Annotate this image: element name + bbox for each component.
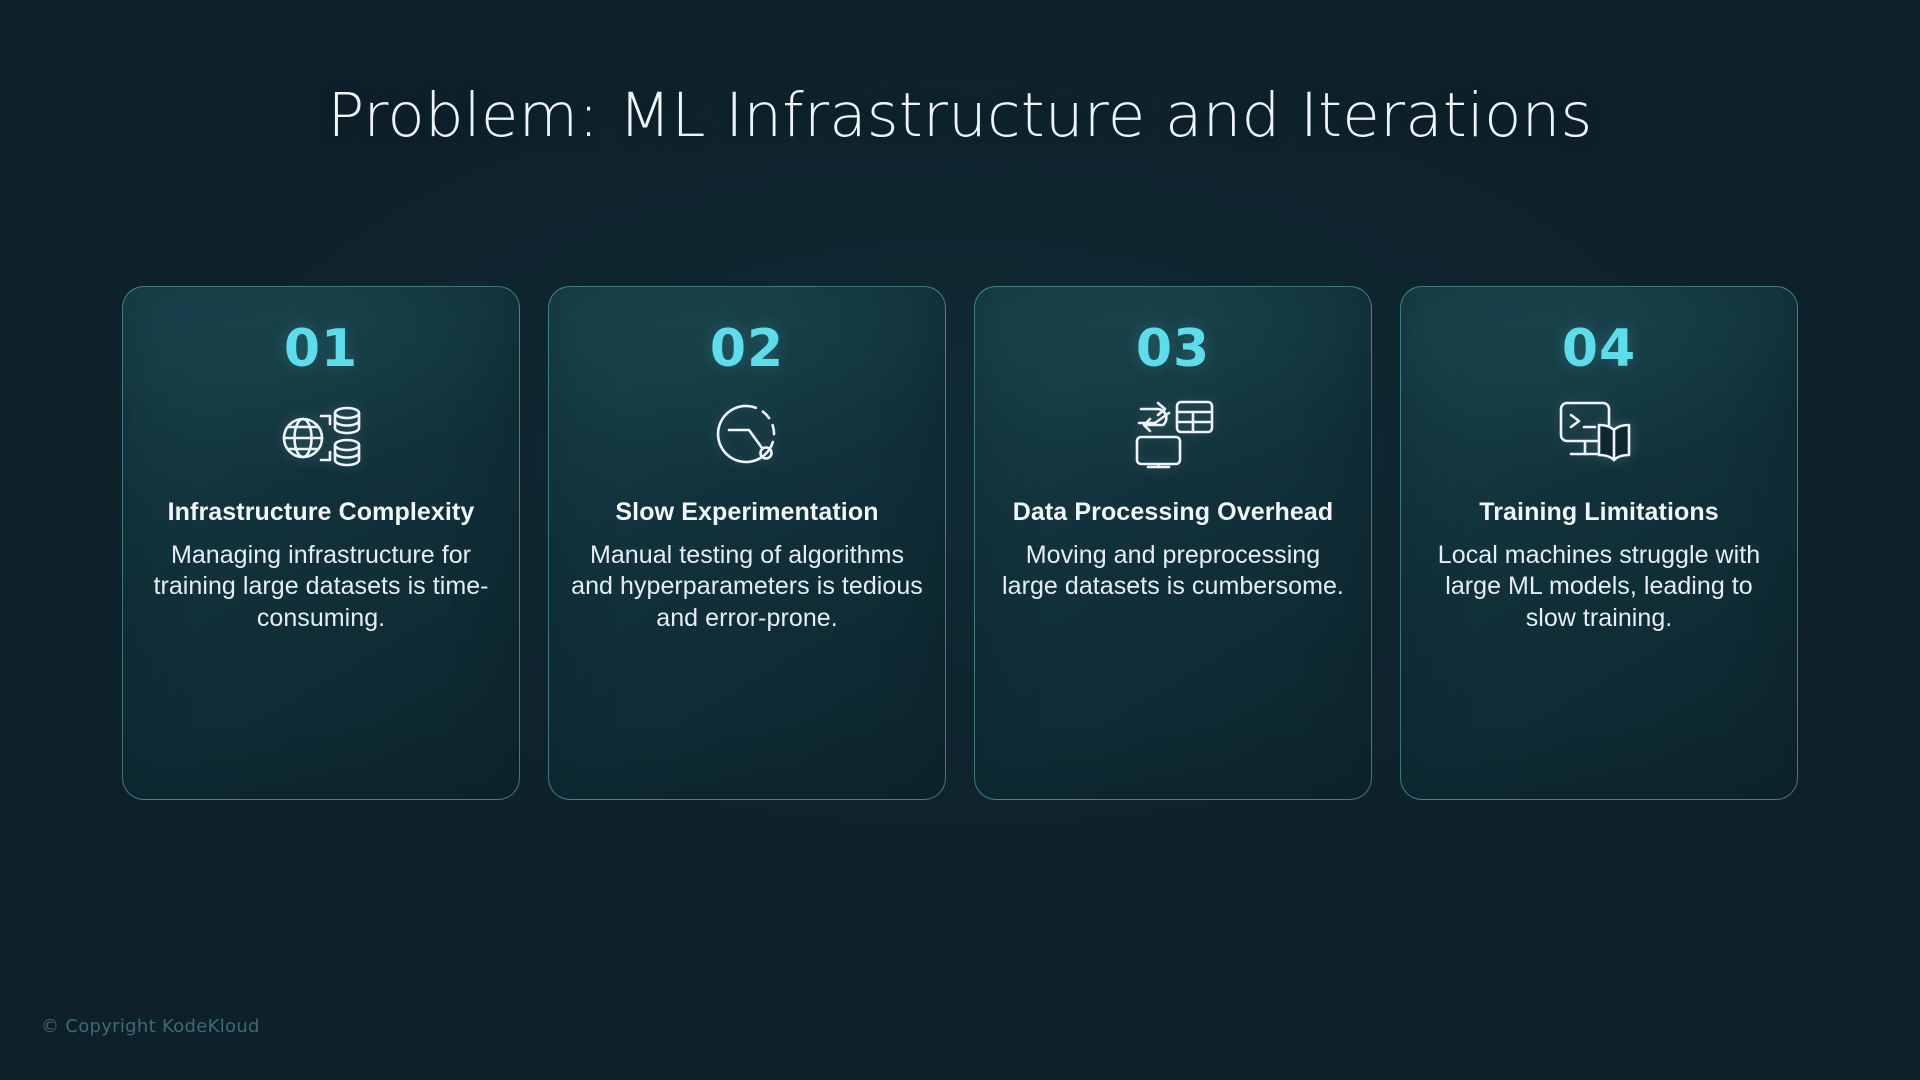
globe-database-icon [145, 397, 497, 471]
card-heading-2: Slow Experimentation [615, 498, 879, 526]
footer-copyright: © Copyright KodeKloud [41, 1016, 260, 1037]
card-heading-3: Data Processing Overhead [1012, 498, 1334, 526]
card-body-1: Managing infrastructure for training lar… [153, 540, 489, 632]
terminal-monitor-book-icon [1423, 397, 1775, 471]
card-heading-1: Infrastructure Complexity [167, 498, 475, 526]
card-number-3: 03 [1135, 319, 1211, 379]
card-number-4: 04 [1561, 319, 1637, 379]
card-number-1: 01 [283, 319, 359, 379]
card-body-3: Moving and preprocessing large datasets … [1002, 540, 1344, 601]
problem-card-1: 01 [122, 286, 520, 800]
problem-card-2: 02 Slow Experimentation Manual testing o… [548, 286, 946, 800]
page-title: Problem: ML Infrastructure and Iteration… [327, 80, 1593, 151]
card-body-4: Local machines struggle with large ML mo… [1437, 540, 1761, 632]
monitor-data-transfer-icon [997, 397, 1349, 471]
problem-card-list: 01 [122, 286, 1798, 800]
problem-card-4: 04 Training Limitations Local machines s… [1400, 286, 1798, 800]
card-number-2: 02 [709, 319, 785, 379]
problem-card-3: 03 Data [974, 286, 1372, 800]
dashed-clock-icon [571, 397, 923, 471]
card-body-2: Manual testing of algorithms and hyperpa… [571, 540, 923, 632]
card-heading-4: Training Limitations [1479, 498, 1719, 526]
